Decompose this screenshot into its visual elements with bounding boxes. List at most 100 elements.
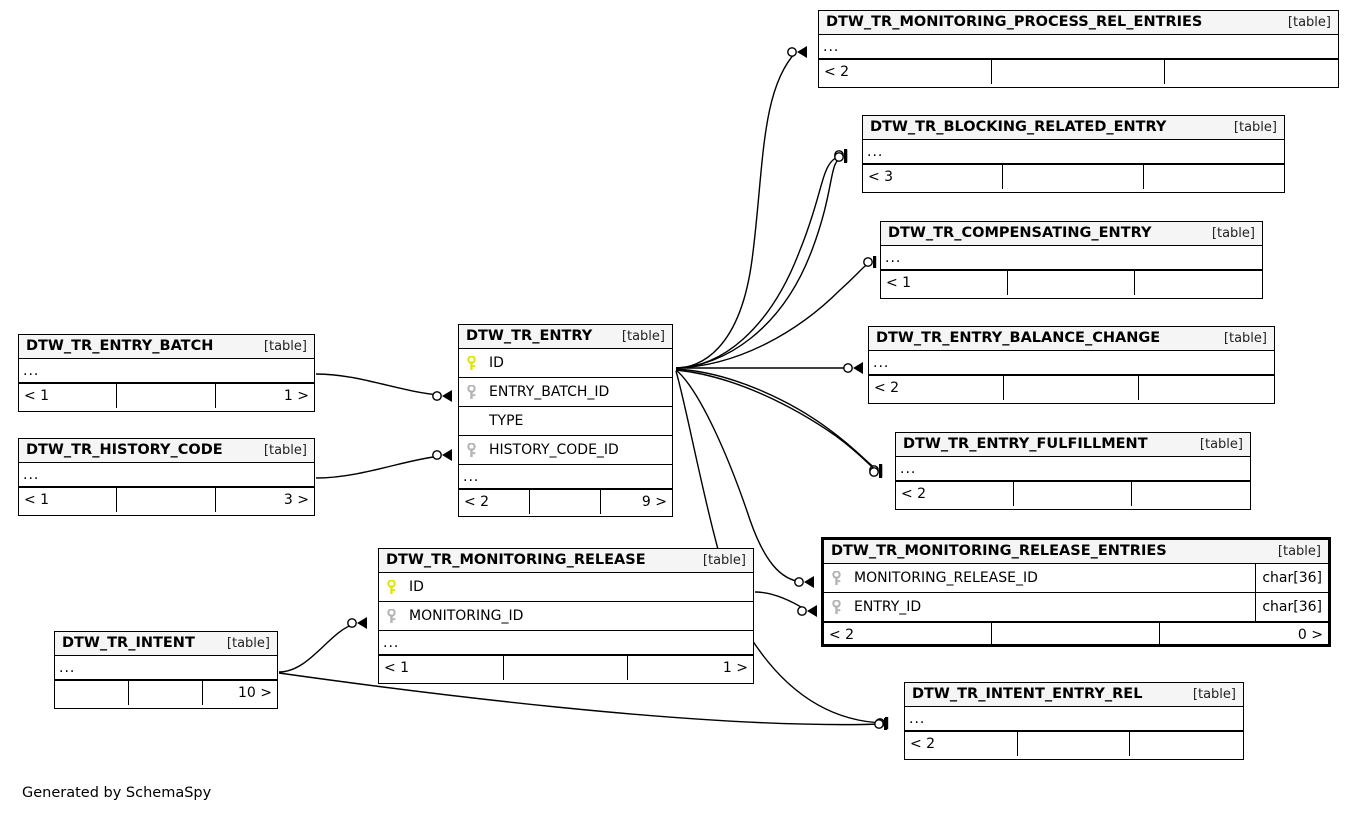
table-title-bar[interactable]: DTW_TR_INTENT[table] [55,632,277,656]
child-count: 1 > [283,388,309,404]
table-name: DTW_TR_ENTRY_BATCH [26,338,214,354]
table-name: DTW_TR_HISTORY_CODE [26,442,223,458]
table-monitoring_release_entries[interactable]: DTW_TR_MONITORING_RELEASE_ENTRIES[table]… [821,537,1331,647]
parent-count: < 2 [905,732,1018,756]
table-type-label: [table] [621,328,665,344]
table-type-label: [table] [1223,330,1267,346]
footer-spacer [504,656,629,680]
footer-spacer [117,384,216,408]
column-name: TYPE [489,413,524,429]
table-type-label: [table] [1287,14,1331,30]
child-count: 0 > [1297,627,1323,643]
child-count: 10 > [238,685,272,701]
relationship-history_code-to-entry [315,449,452,479]
table-name: DTW_TR_INTENT [62,635,195,651]
table-column-row[interactable]: HISTORY_CODE_ID [459,436,672,465]
relationship-entry-to-compensating_entry [675,256,877,369]
table-type-label: [table] [263,338,307,354]
child-count: 1 > [722,660,749,676]
table-name: DTW_TR_MONITORING_RELEASE_ENTRIES [831,543,1167,559]
table-compensating_entry[interactable]: DTW_TR_COMPENSATING_ENTRY[table]...< 1 [880,221,1263,299]
parent-count: < 2 [869,376,1004,400]
table-column-row[interactable]: ENTRY_BATCH_ID [459,378,672,407]
parent-count: < 1 [379,656,504,680]
table-name: DTW_TR_MONITORING_PROCESS_REL_ENTRIES [826,14,1203,30]
parent-count: < 2 [459,490,530,514]
table-title-bar[interactable]: DTW_TR_ENTRY_BALANCE_CHANGE[table] [869,327,1274,351]
foreign-key-icon [824,599,848,615]
relationship-entry-to-blocking_related_entry [675,151,848,369]
table-more-columns-row: ... [863,140,1284,164]
schemaspy-credit: Generated by SchemaSpy [22,785,212,801]
table-entry[interactable]: DTW_TR_ENTRY [table] ID ENTRY_BATCH_ID TYPE H… [458,324,673,517]
table-title-bar[interactable]: DTW_TR_MONITORING_RELEASE[table] [379,549,753,573]
footer-spacer [992,60,1165,84]
footer-spacer [1004,376,1139,400]
relationship-entry_batch-to-entry [315,373,452,402]
footer-spacer [992,623,1160,647]
relationship-monitoring_release-to-monitoring_release_entries [754,591,817,617]
table-entry_balance_change[interactable]: DTW_TR_ENTRY_BALANCE_CHANGE[table]...< 2 [868,326,1275,404]
parent-count: < 1 [881,271,1008,295]
table-column-row[interactable]: MONITORING_ID [379,602,753,631]
table-column-row[interactable]: ID [459,349,672,378]
table-column-row[interactable]: ID [379,573,753,602]
primary-key-icon [459,355,483,371]
column-datatype: char[36] [1255,593,1328,621]
table-name: DTW_TR_ENTRY [466,328,593,344]
table-footer: < 2 [819,59,1338,84]
child-count: 9 > [641,494,667,510]
table-name: DTW_TR_MONITORING_RELEASE [386,552,646,568]
table-title-bar[interactable]: DTW_TR_ENTRY_FULFILLMENT[table] [896,433,1250,457]
child-count [1165,60,1338,84]
table-footer: < 2 [869,375,1274,400]
table-footer: < 2 [896,481,1250,506]
table-entry_fulfillment[interactable]: DTW_TR_ENTRY_FULFILLMENT[table]...< 2 [895,432,1251,510]
table-more-columns-row: ... [896,457,1250,481]
table-title-bar[interactable]: DTW_TR_COMPENSATING_ENTRY[table] [881,222,1262,246]
table-more-columns-row: ... [905,707,1243,731]
table-more-columns-row: ... [55,656,277,680]
table-monitoring_release[interactable]: DTW_TR_MONITORING_RELEASE[table] ID MONITO… [378,548,754,684]
table-intent[interactable]: DTW_TR_INTENT[table]... 10 > [54,631,278,709]
table-type-label: [table] [263,442,307,458]
table-more-columns-row: ... [19,463,314,487]
relationship-intent-to-monitoring_release [278,617,367,673]
footer-spacer [1018,732,1131,756]
column-name: ENTRY_ID [854,599,922,615]
foreign-key-icon [459,442,483,458]
table-title-bar[interactable]: DTW_TR_MONITORING_PROCESS_REL_ENTRIES [ta… [819,11,1338,35]
column-datatype: char[36] [1255,564,1328,592]
child-count [1139,376,1274,400]
parent-count: < 2 [824,623,992,647]
table-title-bar[interactable]: DTW_TR_ENTRY_BATCH [table] [19,335,314,359]
column-name: HISTORY_CODE_ID [489,442,619,458]
table-more-columns-row: ... [459,465,672,489]
table-monitoring_process_rel_entries[interactable]: DTW_TR_MONITORING_PROCESS_REL_ENTRIES [ta… [818,10,1339,88]
foreign-key-icon [824,570,848,586]
table-column-row[interactable]: TYPE [459,407,672,436]
table-more-columns-row: ... [379,631,753,655]
table-name: DTW_TR_BLOCKING_RELATED_ENTRY [870,119,1167,135]
table-title-bar[interactable]: DTW_TR_MONITORING_RELEASE_ENTRIES[table] [824,540,1328,564]
table-column-row[interactable]: ENTRY_ID char[36] [824,593,1328,622]
table-title-bar[interactable]: DTW_TR_ENTRY [table] [459,325,672,349]
child-count [1130,732,1243,756]
table-blocking_related_entry[interactable]: DTW_TR_BLOCKING_RELATED_ENTRY[table]...<… [862,115,1285,193]
column-name: MONITORING_RELEASE_ID [854,570,1038,586]
table-title-bar[interactable]: DTW_TR_INTENT_ENTRY_REL[table] [905,683,1243,707]
table-type-label: [table] [1211,225,1255,241]
table-title-bar[interactable]: DTW_TR_HISTORY_CODE [table] [19,439,314,463]
parent-count [55,681,129,705]
foreign-key-icon [379,608,403,624]
table-title-bar[interactable]: DTW_TR_BLOCKING_RELATED_ENTRY[table] [863,116,1284,140]
child-count [1135,271,1262,295]
table-column-row[interactable]: MONITORING_RELEASE_ID char[36] [824,564,1328,593]
table-intent_entry_rel[interactable]: DTW_TR_INTENT_ENTRY_REL[table]...< 2 [904,682,1244,760]
column-name: ID [409,579,424,595]
footer-spacer [117,488,216,512]
column-name: ID [489,355,504,371]
